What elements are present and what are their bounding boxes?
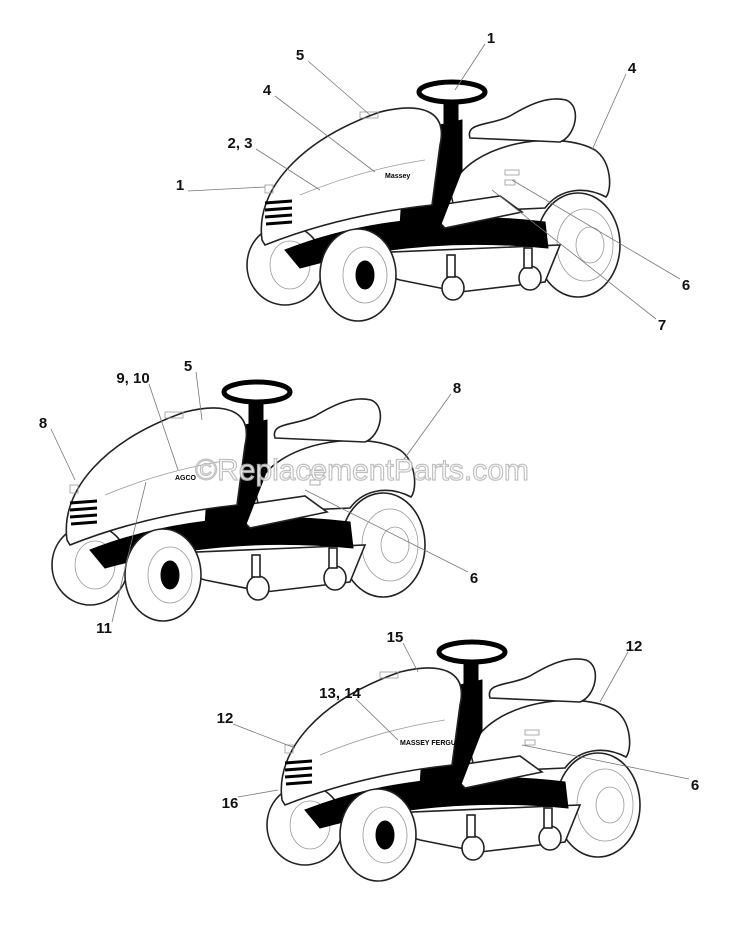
callout-label: 6 xyxy=(470,570,478,587)
callout-label: 7 xyxy=(658,317,666,334)
callout-label: 4 xyxy=(263,82,272,99)
brand-decal: AGCO xyxy=(175,475,197,482)
leader-line xyxy=(237,789,279,798)
leader-line xyxy=(255,148,321,191)
leader-line xyxy=(491,189,657,320)
leader-line xyxy=(511,179,681,280)
callout-label: 13, 14 xyxy=(319,685,361,702)
callout-label: 4 xyxy=(628,60,637,77)
leader-line xyxy=(111,481,147,623)
leader-line xyxy=(50,428,76,481)
callout-label: 5 xyxy=(184,358,192,375)
leader-line xyxy=(148,383,179,471)
leader-line xyxy=(187,186,266,192)
callout-label: 9, 10 xyxy=(116,370,149,387)
leader-line xyxy=(599,651,629,703)
tractor-illustration xyxy=(52,382,425,621)
callout-label: 1 xyxy=(487,30,495,47)
leader-line xyxy=(195,371,203,421)
leader-line xyxy=(454,43,486,91)
brand-decal: Massey xyxy=(385,173,410,180)
callout-label: 2, 3 xyxy=(227,135,252,152)
leader-line xyxy=(402,642,419,673)
leader-line xyxy=(521,744,690,780)
leader-line xyxy=(232,723,296,749)
leader-line xyxy=(401,393,452,463)
callout-label: 1 xyxy=(176,177,184,194)
leader-line xyxy=(304,489,469,573)
leader-line xyxy=(591,73,627,151)
callout-label: 8 xyxy=(453,380,461,397)
tractor-illustration xyxy=(247,82,620,321)
callout-label: 15 xyxy=(387,629,404,646)
brand-decal: MASSEY FERGUSON xyxy=(400,740,471,747)
leader-line xyxy=(307,60,371,116)
leader-line xyxy=(355,698,399,741)
callout-label: 11 xyxy=(96,620,112,637)
callout-label: 8 xyxy=(39,415,47,432)
callout-label: 6 xyxy=(682,277,690,294)
watermark: ©ReplacementParts.com xyxy=(195,454,529,487)
callout-label: 12 xyxy=(217,710,234,727)
leader-line xyxy=(274,95,376,173)
callout-label: 5 xyxy=(296,47,304,64)
callout-label: 12 xyxy=(626,638,643,655)
tractor-illustration xyxy=(267,642,640,881)
callout-label: 6 xyxy=(691,777,699,794)
callout-label: 16 xyxy=(222,795,239,812)
